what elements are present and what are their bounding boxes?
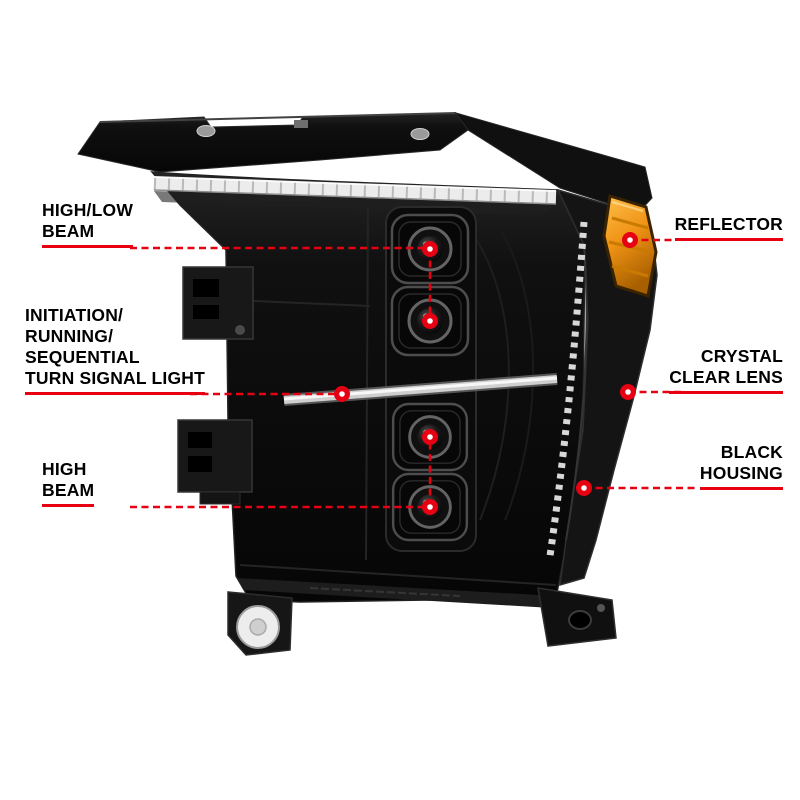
bottom-right-foot <box>537 587 617 647</box>
drl-strip-side <box>546 221 588 557</box>
mounting-bracket-lower <box>177 419 253 505</box>
mounting-bracket-upper <box>182 266 254 340</box>
top-mounting-flange <box>77 112 469 173</box>
housing-contours <box>231 206 557 586</box>
flange-screw-icon <box>410 128 430 140</box>
label-line: CLEAR LENS <box>669 367 783 387</box>
label-high-low-beam: HIGH/LOW BEAM <box>42 200 134 248</box>
bottom-grommet <box>227 591 293 656</box>
bottom-edge <box>238 578 556 608</box>
label-line: REFLECTOR <box>674 214 783 234</box>
label-turn-signal-light: INITIATION/ RUNNING/ SEQUENTIAL TURN SIG… <box>25 305 206 395</box>
label-line: INITIATION/ <box>25 305 124 325</box>
label-line: BEAM <box>42 480 95 500</box>
label-crystal-clear-lens: CRYSTAL CLEAR LENS <box>669 346 783 394</box>
turn-signal-light-bar <box>283 373 558 406</box>
label-line: CRYSTAL <box>700 346 783 366</box>
label-line: HIGH <box>42 459 87 479</box>
label-line: HOUSING <box>699 463 783 483</box>
projector-lens-4 <box>391 472 469 542</box>
projector-lens-2 <box>390 285 470 357</box>
label-line: HIGH/LOW <box>42 200 134 220</box>
projector-lens-3 <box>391 402 469 472</box>
projector-lens-1 <box>390 213 470 285</box>
label-high-beam: HIGH BEAM <box>42 459 95 507</box>
label-line: SEQUENTIAL <box>25 347 140 367</box>
label-line: BLACK <box>720 442 783 462</box>
label-line: BEAM <box>42 221 95 241</box>
molded-markings <box>309 587 461 597</box>
label-black-housing: BLACK HOUSING <box>699 442 783 490</box>
label-line: TURN SIGNAL LIGHT <box>25 368 206 388</box>
label-line: RUNNING/ <box>25 326 114 346</box>
flange-screw-icon <box>196 125 216 137</box>
label-reflector: REFLECTOR <box>674 214 783 241</box>
